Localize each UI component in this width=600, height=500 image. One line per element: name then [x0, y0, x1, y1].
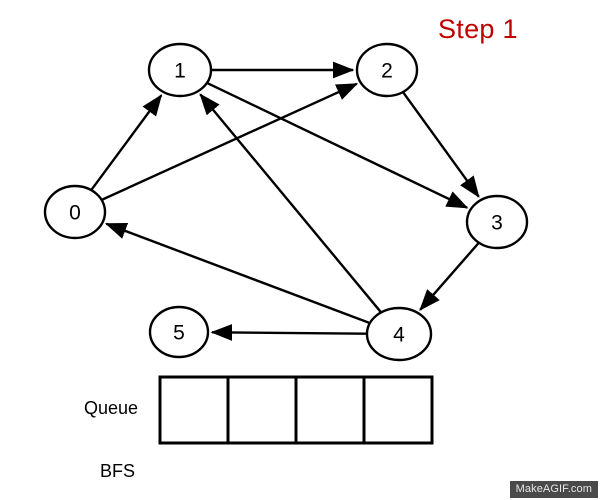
node-circle-5 — [148, 305, 210, 359]
edge-2-to-3 — [402, 92, 480, 198]
node-circle-3 — [465, 194, 529, 250]
queue-cell-box-0 — [158, 375, 230, 445]
nodes-group: 0 1 2 3 4 5 — [43, 42, 529, 362]
node-label-2: 2 — [381, 60, 393, 83]
queue-cell-0[interactable] — [158, 375, 230, 445]
step-title: Step 1 — [438, 14, 518, 44]
node-circle-4 — [365, 306, 433, 362]
node-label-4: 4 — [393, 324, 405, 347]
edge-0-to-2 — [102, 82, 359, 201]
graph-node-2[interactable]: 2 — [355, 42, 419, 98]
queue-cell-2[interactable] — [294, 375, 366, 445]
edge-1-to-3 — [207, 82, 469, 209]
queue-label: Queue — [84, 398, 139, 418]
graph-node-5[interactable]: 5 — [148, 305, 210, 359]
graph-node-4[interactable]: 4 — [365, 306, 433, 362]
queue-group — [158, 375, 434, 445]
queue-cell-box-1 — [226, 375, 298, 445]
node-label-3: 3 — [491, 212, 503, 235]
algorithm-label: BFS — [100, 461, 136, 481]
node-circle-2 — [355, 42, 419, 98]
edge-3-to-4 — [419, 242, 480, 311]
graph-node-3[interactable]: 3 — [465, 194, 529, 250]
queue-cell-3[interactable] — [362, 375, 434, 445]
node-circle-0 — [43, 184, 107, 240]
edges-group — [90, 61, 480, 341]
queue-cell-1[interactable] — [226, 375, 298, 445]
node-label-1: 1 — [174, 60, 186, 83]
edge-0-to-1 — [90, 94, 163, 191]
watermark: MakeAGIF.com — [509, 481, 598, 498]
node-circle-1 — [147, 42, 213, 98]
edge-4-to-1 — [199, 93, 382, 313]
node-label-5: 5 — [173, 322, 185, 345]
node-label-0: 0 — [69, 202, 81, 225]
graph-node-0[interactable]: 0 — [43, 184, 107, 240]
queue-cell-box-2 — [294, 375, 366, 445]
edge-4-to-0 — [104, 222, 370, 324]
edge-4-to-5 — [210, 324, 367, 341]
graph-node-1[interactable]: 1 — [147, 42, 213, 98]
queue-cell-box-3 — [362, 375, 434, 445]
